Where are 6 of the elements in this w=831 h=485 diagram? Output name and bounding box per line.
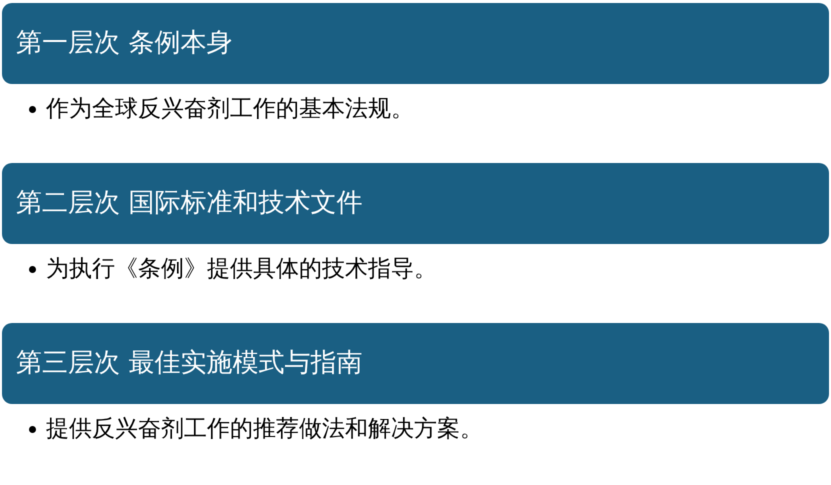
heading-band: 第一层次 条例本身	[2, 3, 829, 84]
bullet-text: 提供反兴奋剂工作的推荐做法和解决方案。	[46, 415, 483, 444]
bullet-text: 为执行《条例》提供具体的技术指导。	[46, 255, 437, 284]
heading-band: 第二层次 国际标准和技术文件	[2, 163, 829, 244]
bullet-text: 作为全球反兴奋剂工作的基本法规。	[46, 95, 414, 124]
heading-band: 第三层次 最佳实施模式与指南	[2, 323, 829, 404]
